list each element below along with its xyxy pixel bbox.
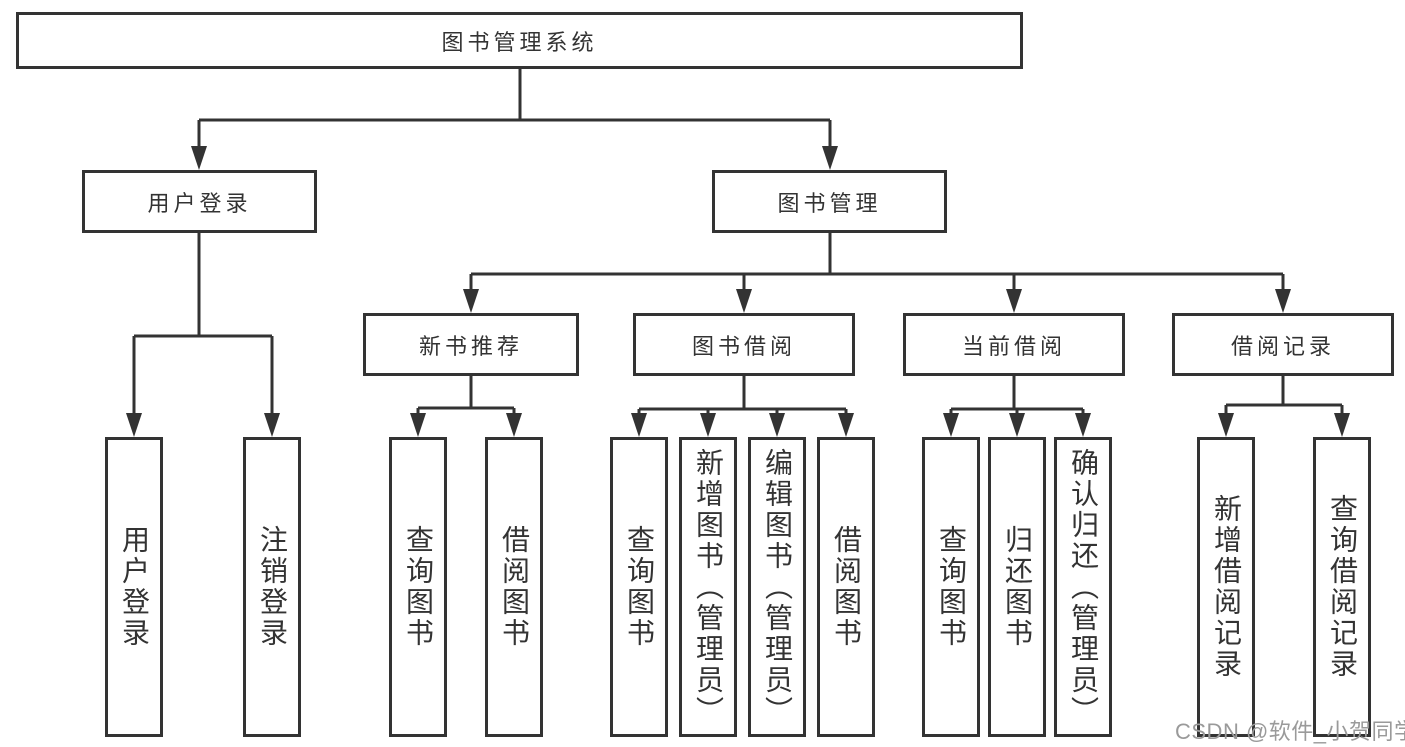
connector-userlogin-to-leaves xyxy=(132,233,274,417)
leaf-add-books-admin: 新增图书（管理员） xyxy=(679,437,737,737)
leaf-borrow-books: 借阅图书 xyxy=(817,437,875,737)
node-label: 当前借阅 xyxy=(961,333,1066,359)
leaf-edit-books-admin: 编辑图书（管理员） xyxy=(748,437,806,737)
leaf-query-borrow-record: 查询借阅记录 xyxy=(1313,437,1371,737)
leaf-confirm-return-admin: 确认归还（管理员） xyxy=(1054,437,1112,737)
node-label: 新增图书（管理员） xyxy=(693,447,724,727)
node-label: 查询图书 xyxy=(936,525,967,649)
node-label: 用户登录 xyxy=(119,525,150,649)
node-library-management-system: 图书管理系统 xyxy=(16,12,1023,69)
arrow-down-icon xyxy=(1334,413,1350,437)
leaf-query-books-recommend: 查询图书 xyxy=(389,437,447,737)
leaf-query-books-borrow: 查询图书 xyxy=(610,437,668,737)
node-label: 借阅图书 xyxy=(831,525,862,649)
csdn-watermark: CSDN @软件_小贺同学 xyxy=(1175,719,1405,744)
arrow-down-icon xyxy=(126,413,142,437)
node-current-borrowing: 当前借阅 xyxy=(903,313,1125,376)
arrow-down-icon xyxy=(410,413,426,437)
leaf-user-login: 用户登录 xyxy=(105,437,163,737)
node-label: 图书管理系统 xyxy=(441,29,598,55)
node-borrowing-records: 借阅记录 xyxy=(1172,313,1394,376)
leaf-borrow-books-recommend: 借阅图书 xyxy=(485,437,543,737)
arrow-down-icon xyxy=(264,413,280,437)
node-book-management: 图书管理 xyxy=(712,170,947,233)
arrow-down-icon xyxy=(838,413,854,437)
arrow-down-icon xyxy=(1075,413,1091,437)
leaf-add-borrow-record: 新增借阅记录 xyxy=(1197,437,1255,737)
arrow-down-icon xyxy=(736,289,752,313)
node-label: 借阅记录 xyxy=(1230,333,1335,359)
arrow-down-icon xyxy=(1006,289,1022,313)
leaf-return-books: 归还图书 xyxy=(988,437,1046,737)
arrow-down-icon xyxy=(191,146,207,170)
arrow-down-icon xyxy=(506,413,522,437)
connector-records-to-leaves xyxy=(1224,376,1344,417)
node-label: 查询图书 xyxy=(403,525,434,649)
node-book-borrowing: 图书借阅 xyxy=(633,313,855,376)
node-label: 借阅图书 xyxy=(499,525,530,649)
arrow-down-icon xyxy=(1009,413,1025,437)
arrow-down-icon xyxy=(1275,289,1291,313)
leaf-logout: 注销登录 xyxy=(243,437,301,737)
arrow-down-icon xyxy=(943,413,959,437)
node-label: 用户登录 xyxy=(147,190,252,216)
node-label: 新书推荐 xyxy=(418,333,523,359)
connector-borrow-to-leaves xyxy=(637,376,848,417)
arrow-down-icon xyxy=(463,289,479,313)
arrow-down-icon xyxy=(700,413,716,437)
node-label: 图书管理 xyxy=(777,190,882,216)
node-label: 新增借阅记录 xyxy=(1211,494,1242,680)
leaf-query-books-current: 查询图书 xyxy=(922,437,980,737)
arrow-down-icon xyxy=(822,146,838,170)
connector-current-to-leaves xyxy=(949,376,1085,417)
connector-newrec-to-leaves xyxy=(416,376,516,417)
arrow-down-icon xyxy=(1218,413,1234,437)
arrow-down-icon xyxy=(631,413,647,437)
node-label: 归还图书 xyxy=(1002,525,1033,649)
arrow-down-icon xyxy=(769,413,785,437)
node-label: 注销登录 xyxy=(257,525,288,649)
node-label: 编辑图书（管理员） xyxy=(762,447,793,727)
node-label: 查询借阅记录 xyxy=(1327,494,1358,680)
connector-root-to-level2 xyxy=(197,69,832,150)
node-new-book-recommendation: 新书推荐 xyxy=(363,313,579,376)
node-label: 查询图书 xyxy=(624,525,655,649)
node-label: 图书借阅 xyxy=(691,333,796,359)
node-label: 确认归还（管理员） xyxy=(1068,447,1099,727)
node-user-login: 用户登录 xyxy=(82,170,317,233)
connector-bookmgmt-to-level3 xyxy=(469,233,1285,292)
